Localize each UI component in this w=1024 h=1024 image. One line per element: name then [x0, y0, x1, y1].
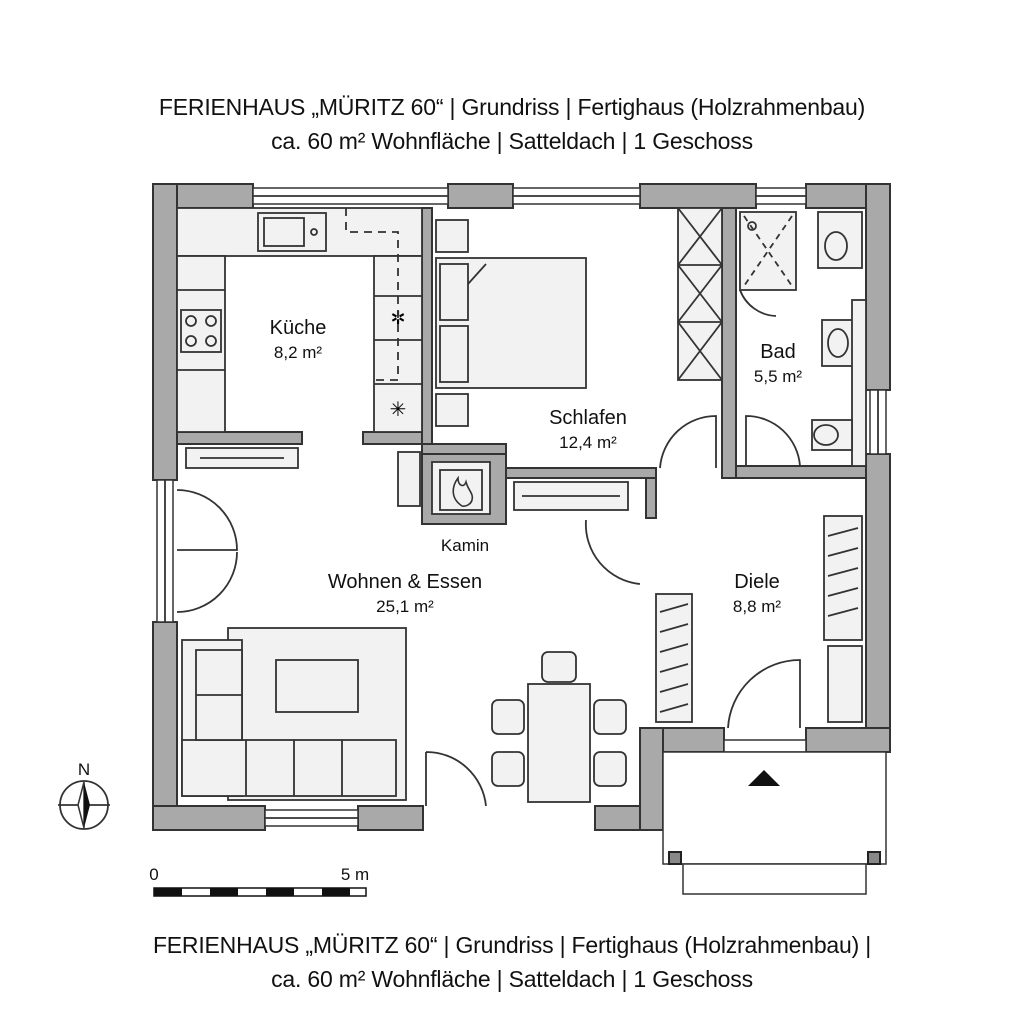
room-name-bad: Bad: [760, 341, 796, 363]
entrance-terrace: [662, 739, 887, 895]
living-furniture: [176, 489, 641, 807]
room-name-diele: Diele: [734, 571, 780, 593]
nightstand-top: [435, 219, 469, 253]
flame-icon: [452, 475, 474, 507]
scale-bar: 0 5 m: [149, 865, 369, 897]
sofa-front: [181, 739, 397, 797]
freezer-icon: ✳: [390, 399, 407, 421]
shoe-cabinet: [827, 645, 863, 723]
header-line-2: ca. 60 m² Wohnfläche | Satteldach | 1 Ge…: [271, 128, 753, 154]
chair: [593, 751, 627, 787]
footer-line-1: FERIENHAUS „MÜRITZ 60“ | Grundriss | Fer…: [152, 932, 872, 958]
kitchen-furniture: ✲ ✳: [176, 207, 423, 469]
north-arrow-icon: N: [58, 760, 110, 830]
room-area-schlafen: 12,4 m²: [559, 433, 617, 452]
coffee-table: [275, 659, 359, 713]
room-name-schlafen: Schlafen: [549, 407, 627, 429]
header-line-1: FERIENHAUS „MÜRITZ 60“ | Grundriss | Fer…: [158, 94, 866, 120]
bath-furniture: [739, 211, 867, 467]
stove-icon: [180, 309, 222, 353]
room-area-kueche: 8,2 m²: [274, 343, 323, 362]
chair: [491, 751, 525, 787]
coat-rack-right: [823, 515, 863, 641]
chair: [593, 699, 627, 735]
nightstand-bottom: [435, 393, 469, 427]
room-name-wohnen: Wohnen & Essen: [328, 571, 482, 593]
room-area-wohnen: 25,1 m²: [376, 597, 434, 616]
room-area-diele: 8,8 m²: [733, 597, 782, 616]
chair: [491, 699, 525, 735]
outer-walls: [152, 183, 891, 831]
scale-start: 0: [149, 865, 158, 884]
kamin: [397, 451, 629, 515]
scale-end: 5 m: [341, 865, 369, 884]
sink-icon: [257, 212, 327, 252]
windows: [156, 187, 887, 827]
coat-rack-left: [655, 593, 693, 723]
footer-title: FERIENHAUS „MÜRITZ 60“ | Grundriss | Fer…: [0, 928, 1024, 996]
header-title: FERIENHAUS „MÜRITZ 60“ | Grundriss | Fer…: [0, 90, 1024, 158]
footer-line-2: ca. 60 m² Wohnfläche | Satteldach | 1 Ge…: [271, 966, 753, 992]
diele-furniture: [655, 515, 863, 729]
north-label: N: [78, 760, 90, 779]
room-area-bad: 5,5 m²: [754, 367, 803, 386]
toilet-2-icon: [811, 419, 853, 451]
dining-table: [527, 683, 591, 803]
room-name-kueche: Küche: [270, 317, 327, 339]
entrance-arrow-icon: [748, 770, 780, 786]
shower-icon: [739, 211, 797, 291]
kamin-label: Kamin: [441, 536, 489, 555]
chair: [541, 651, 577, 683]
bedroom-furniture: [435, 207, 723, 469]
